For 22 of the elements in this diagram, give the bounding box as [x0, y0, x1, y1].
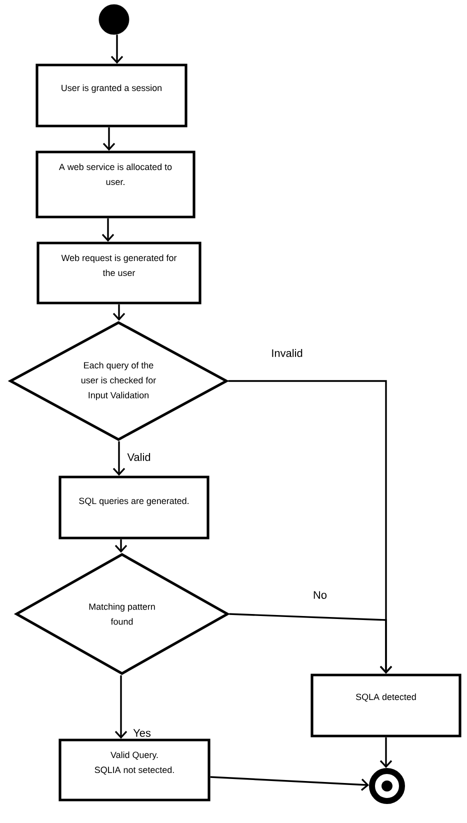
- arrow: [380, 737, 392, 768]
- arrow: [114, 539, 128, 553]
- arrow: [210, 776, 370, 791]
- edge-label: Invalid: [270, 348, 304, 358]
- arrow: [112, 441, 126, 476]
- edge-label: No: [312, 590, 328, 600]
- arrow: [102, 127, 116, 151]
- process-box: Web request is generated for the user: [36, 242, 202, 304]
- process-box: SQL queries are generated.: [58, 476, 210, 540]
- arrow: [112, 304, 126, 321]
- process-box: User is granted a session: [36, 64, 188, 128]
- process-box: A web service is allocated to user.: [36, 150, 196, 218]
- start-circle: [98, 4, 130, 35]
- arrow: [110, 34, 124, 64]
- arrow: [114, 675, 128, 739]
- edge-label: Valid: [126, 452, 152, 462]
- process-box: SQLA detected: [310, 674, 462, 738]
- arrow: [229, 613, 392, 674]
- edge-label: Yes: [132, 728, 152, 738]
- process-box: Valid Query. SQLIA not setected.: [58, 738, 210, 802]
- end-circle: [369, 768, 405, 804]
- arrow: [102, 218, 114, 242]
